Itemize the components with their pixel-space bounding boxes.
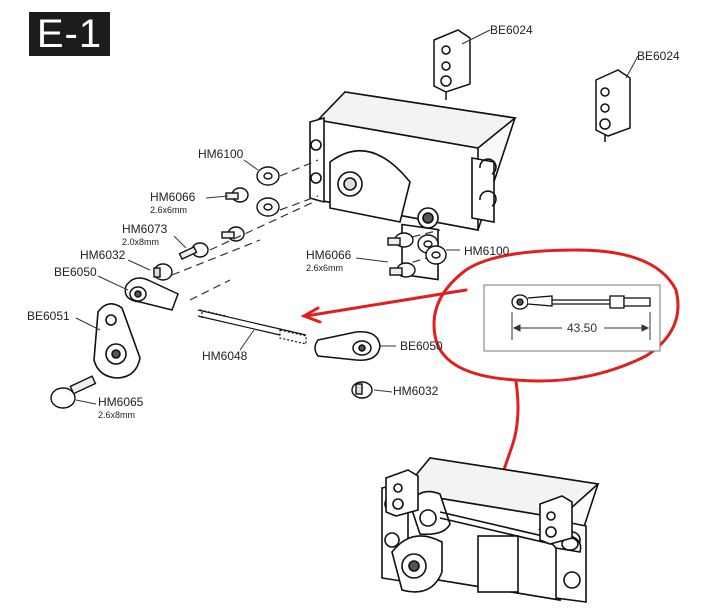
label-hm6048: HM6048 [202,349,248,363]
label-hm6100-left: HM6100 [198,147,244,161]
ball-link-be6050-right [314,331,381,361]
label-hm6032-left: HM6032 [80,248,126,262]
screw-hm6073 [178,242,209,261]
servo-horn-be6051 [93,303,141,379]
washers-hm6100-left [256,166,280,217]
size-hm6065: 2.6x8mm [98,410,136,420]
label-be6024-right: BE6024 [637,49,680,63]
label-hm6066-right: HM6066 [306,248,352,262]
threaded-rod-hm6048 [197,309,307,345]
dimension-detail-box [483,284,661,352]
label-be6051: BE6051 [27,309,70,323]
label-hm6066-left: HM6066 [150,190,196,204]
label-be6050-left: BE6050 [54,265,97,279]
ball-hm6032-right [351,381,373,399]
label-be6050-right: BE6050 [400,339,443,353]
screws-hm6066-left [221,187,249,242]
screw-hm6065 [50,375,97,409]
label-hm6032-right: HM6032 [393,384,439,398]
label-hm6100-right: HM6100 [464,244,510,258]
size-hm6066-left: 2.6x6mm [150,205,188,215]
leader-lines [75,29,639,405]
dimension-value: 43.50 [567,321,598,335]
label-hm6065: HM6065 [98,395,144,409]
step-label: E-1 [29,12,110,56]
size-hm6066-right: 2.6x6mm [306,263,344,273]
be6024-bracket-right [595,69,631,142]
label-hm6073: HM6073 [122,222,168,236]
servo-assembled [381,457,600,603]
screws-hm6066-right [387,232,416,278]
label-be6024-top: BE6024 [490,23,533,37]
be6024-bracket-top [433,29,471,100]
ball-link-be6050-left [124,277,179,311]
ball-hm6032-left [153,263,173,281]
washers-hm6100-right [417,234,447,265]
size-hm6073: 2.0x8mm [122,237,160,247]
red-highlight-callout [300,248,680,509]
